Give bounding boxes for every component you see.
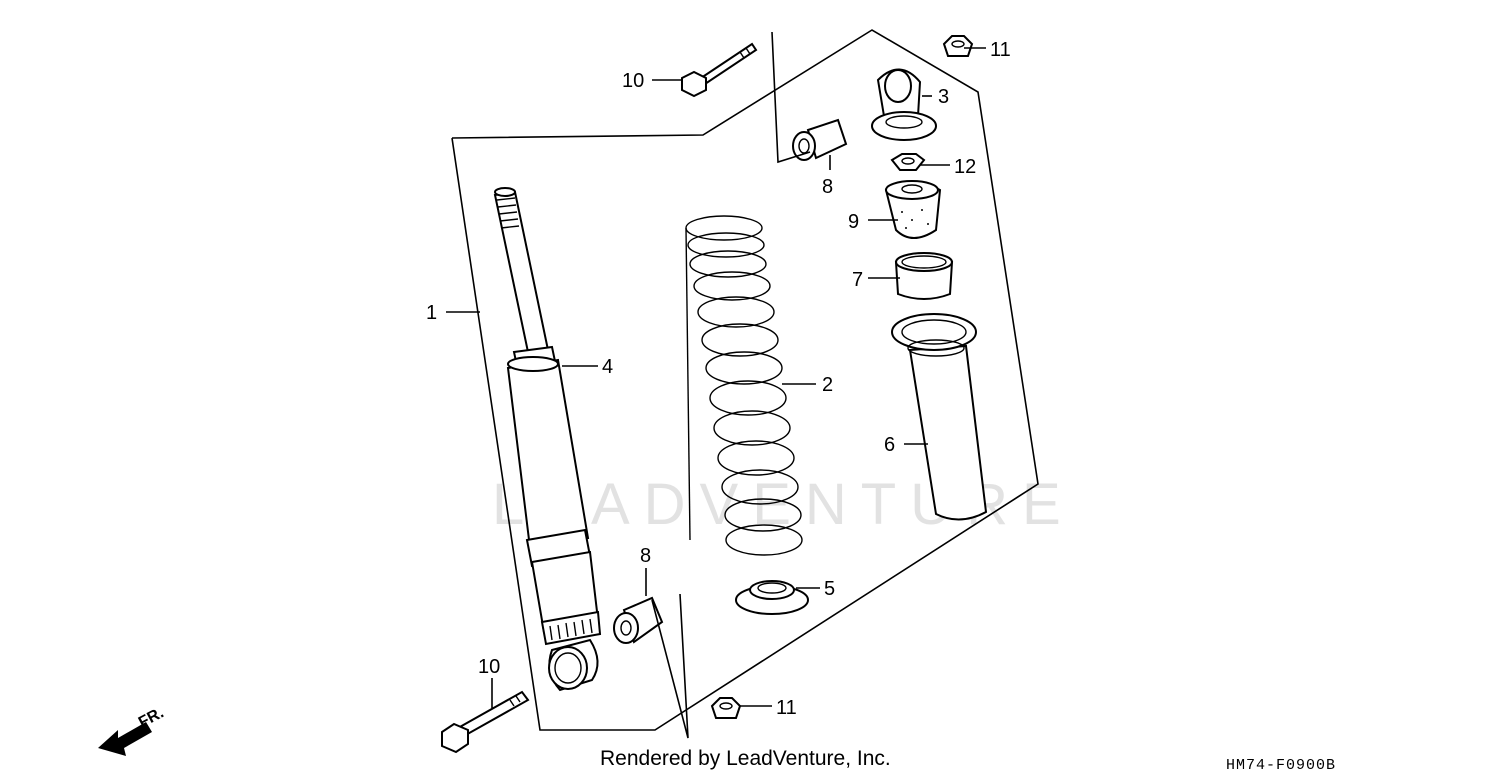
flange-nut-lower[interactable] (710, 697, 742, 719)
callout-10-lower[interactable]: 10 (478, 656, 500, 678)
bushing-lower[interactable] (613, 596, 664, 644)
callout-11-upper[interactable]: 11 (990, 39, 1011, 61)
upper-mount[interactable] (871, 68, 937, 141)
rendered-by-credit: Rendered by LeadVenture, Inc. (600, 747, 891, 770)
callout-4[interactable]: 4 (602, 356, 613, 378)
bump-stop[interactable] (884, 180, 942, 239)
callout-6[interactable]: 6 (884, 434, 895, 456)
callout-12[interactable]: 12 (954, 156, 976, 178)
dust-cover[interactable] (891, 313, 988, 521)
leader-lines (446, 31, 986, 739)
bolt-lower[interactable] (441, 690, 530, 754)
nut[interactable] (890, 153, 926, 171)
callout-8-upper[interactable]: 8 (822, 176, 833, 198)
callout-11-lower[interactable]: 11 (776, 697, 797, 719)
callout-3[interactable]: 3 (938, 86, 949, 108)
callout-10-upper[interactable]: 10 (622, 70, 644, 92)
assembly-outline (451, 29, 1039, 731)
figure-code: HM74-F0900B (1226, 757, 1336, 774)
callout-8-lower[interactable]: 8 (640, 545, 651, 567)
coil-spring[interactable] (685, 215, 803, 556)
callout-2[interactable]: 2 (822, 374, 833, 396)
flange-nut-upper[interactable] (942, 35, 974, 57)
callout-9[interactable]: 9 (848, 211, 859, 233)
front-arrow-icon (98, 722, 152, 756)
bolt-upper[interactable] (681, 42, 758, 98)
front-direction-indicator: FR. (98, 704, 167, 756)
callout-7[interactable]: 7 (852, 269, 863, 291)
collar[interactable] (894, 252, 954, 300)
spring-seat[interactable] (735, 580, 809, 615)
bushing-upper[interactable] (792, 118, 848, 161)
shock-absorber[interactable] (493, 187, 602, 692)
callout-1[interactable]: 1 (426, 302, 437, 324)
callout-5[interactable]: 5 (824, 578, 835, 600)
